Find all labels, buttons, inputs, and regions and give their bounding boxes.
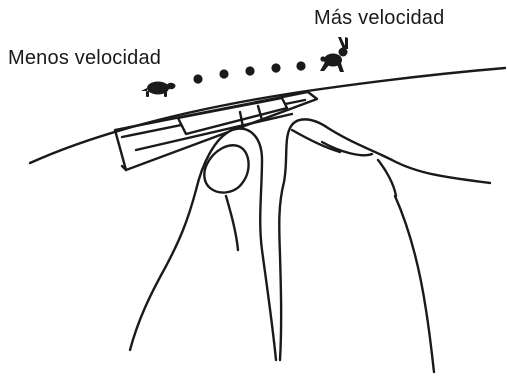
speed-dot (271, 63, 280, 72)
housing-edge (30, 68, 505, 163)
speed-dot (193, 74, 202, 83)
speed-indicator-dots (193, 61, 305, 83)
turtle-icon (141, 82, 176, 98)
right-finger (279, 119, 490, 360)
rabbit-icon (320, 37, 348, 72)
speed-dot (296, 61, 305, 70)
left-thumb (130, 129, 276, 360)
speed-dot (219, 69, 228, 78)
speed-dot (245, 66, 254, 75)
